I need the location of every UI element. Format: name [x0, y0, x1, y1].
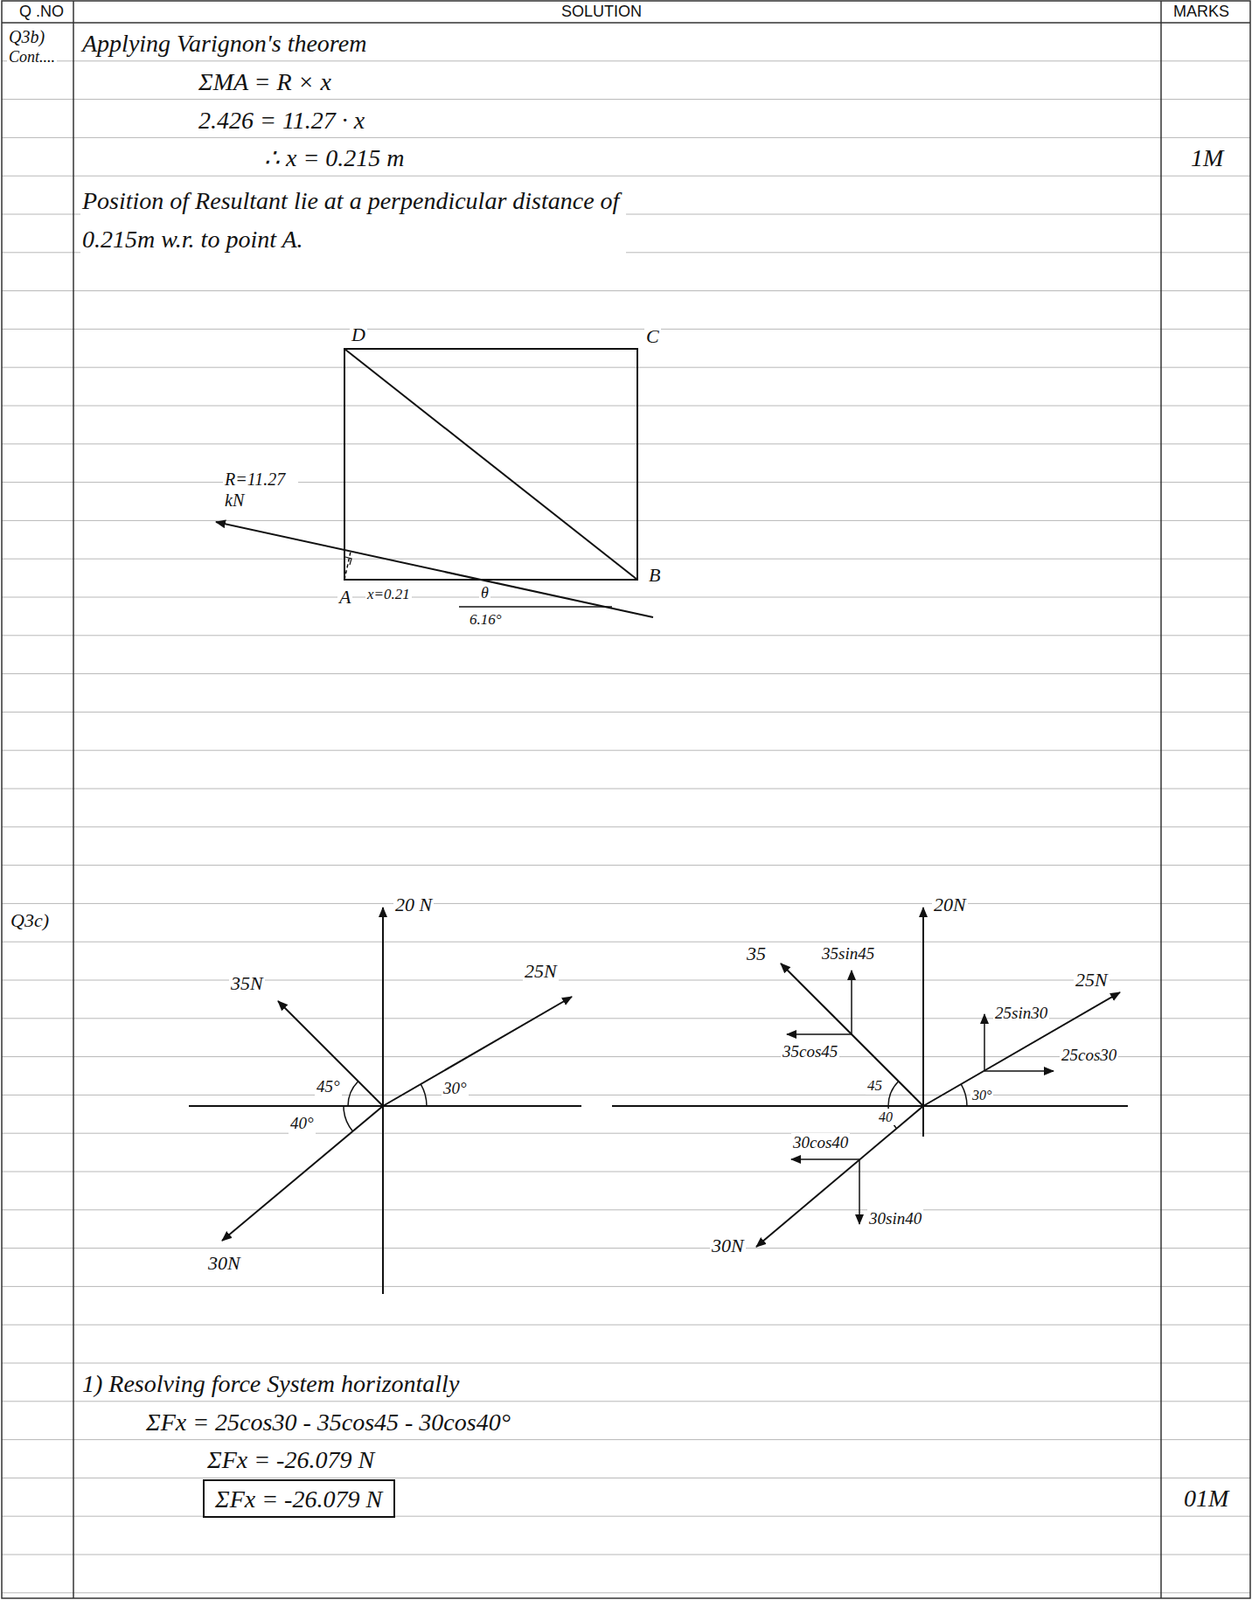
marks: 01M	[1182, 1483, 1231, 1514]
point-label: C	[644, 325, 661, 348]
force-label: 20N	[932, 893, 968, 917]
ruled-line	[1, 1017, 1251, 1019]
force-label: 35sin45	[820, 944, 877, 965]
question-note: Cont....	[6, 48, 57, 68]
angle-label: θ	[479, 584, 491, 604]
force-label: 40°	[288, 1113, 316, 1134]
ruled-line	[1, 98, 1251, 100]
solution-text: Applying Varignon's theorem	[80, 28, 369, 59]
force-label: 25sin30	[993, 1003, 1050, 1024]
boxed-result: ΣFx = -26.079 N	[215, 1484, 383, 1515]
equation: ∴ x = 0.215 m	[262, 143, 407, 174]
ruled-line	[1, 750, 1251, 752]
ruled-line	[1, 367, 1251, 369]
point-label: B	[646, 563, 662, 587]
ruled-line	[1, 826, 1251, 828]
ruled-line	[1, 60, 1251, 62]
force-label: 25cos30	[1059, 1045, 1119, 1066]
equation: 2.426 = 11.27 · x	[196, 105, 367, 136]
question-number: Q3b)	[6, 26, 47, 48]
force-label: 30°	[441, 1078, 469, 1099]
point-label: D	[349, 323, 368, 347]
ruled-line	[1, 328, 1251, 330]
ruled-line	[1, 673, 1251, 675]
column-header: SOLUTION	[559, 2, 644, 22]
ruled-line	[1, 1516, 1251, 1517]
ruled-line	[1, 634, 1251, 636]
force-label: 35	[744, 942, 768, 966]
force-label: 30N	[206, 1252, 243, 1275]
ruled-line	[1, 443, 1251, 445]
ruled-line	[1, 1324, 1251, 1326]
rectangle-figure	[215, 348, 654, 618]
ruled-line	[1, 711, 1251, 713]
ruled-line	[1, 1477, 1251, 1479]
equation: 1) Resolving force System horizontally	[80, 1369, 461, 1399]
ruled-line	[1, 558, 1251, 560]
ruled-line	[1, 175, 1251, 177]
ruled-line	[1, 481, 1251, 483]
equation: ΣFx = -26.079 N	[205, 1445, 376, 1475]
ruled-line	[1, 1247, 1251, 1249]
column-header: MARKS	[1171, 2, 1232, 22]
equation: ΣMA = R × x	[196, 67, 334, 98]
force-label: 30sin40	[867, 1209, 924, 1230]
ruled-line	[1, 903, 1251, 905]
ruled-line	[1, 520, 1251, 522]
marks: 1M	[1189, 143, 1225, 174]
ruled-line	[1, 1209, 1251, 1211]
force-label: 35N	[229, 972, 265, 995]
ruled-line	[1, 1094, 1251, 1096]
ruled-line	[1, 1400, 1251, 1402]
ruled-line	[1, 1363, 1251, 1364]
ruled-line	[1, 1286, 1251, 1287]
force-label: 30N	[709, 1234, 746, 1258]
force-label: 45°	[314, 1077, 342, 1098]
ruled-line	[1, 788, 1251, 790]
ruled-line	[1, 941, 1251, 943]
resolved-force-diagram	[612, 907, 1128, 1247]
ruled-line	[1, 1554, 1251, 1556]
ruled-line	[1, 137, 1251, 139]
force-label: 25N	[1073, 968, 1110, 992]
force-label: 25N	[522, 959, 559, 983]
force-label: 30°	[970, 1086, 994, 1104]
solution-text: Position of Resultant lie at a perpendic…	[80, 181, 626, 259]
force-label: 40	[876, 1108, 895, 1126]
ruled-lines	[1, 61, 1251, 1593]
ruled-line	[1, 290, 1251, 292]
ruled-line	[1, 1439, 1251, 1440]
angle-label: 6.16°	[467, 611, 504, 629]
ruled-line	[1, 1133, 1251, 1134]
force-label: 30cos40	[791, 1133, 850, 1154]
ruled-line	[1, 1592, 1251, 1593]
force-label: 20 N	[393, 893, 434, 917]
ruled-line	[1, 1171, 1251, 1173]
ruled-line	[1, 864, 1251, 866]
force-label: R=11.27 kN	[222, 468, 299, 511]
force-label: 45	[865, 1077, 884, 1095]
question-number: Q3c)	[8, 909, 51, 933]
force-diagram	[188, 907, 582, 1294]
point-label: A	[337, 585, 353, 609]
ruled-line	[1, 405, 1251, 407]
distance-label: x=0.21	[365, 585, 412, 604]
column-header: Q .NO	[17, 2, 66, 22]
equation: ΣFx = 25cos30 - 35cos45 - 30cos40°	[144, 1407, 513, 1438]
answer-box: ΣFx = -26.079 N	[202, 1479, 396, 1518]
ruled-line	[1, 980, 1251, 981]
force-label: 35cos45	[780, 1042, 840, 1063]
ruled-line	[1, 597, 1251, 599]
